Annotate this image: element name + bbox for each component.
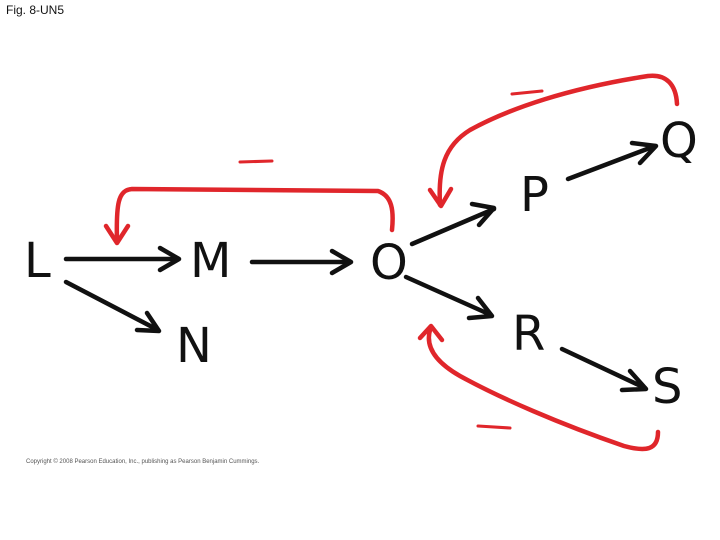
node-M: M — [190, 233, 231, 289]
arrow-M-to-O — [249, 248, 354, 276]
node-R: R — [512, 306, 545, 362]
feedback-O-to-LM — [103, 186, 395, 246]
arrow-L-to-M — [63, 245, 182, 273]
feedback-S-to-OR — [417, 323, 661, 452]
figure-title: Fig. 8-UN5 — [6, 3, 65, 17]
node-S: S — [652, 359, 682, 415]
node-Q: Q — [660, 113, 698, 169]
arrow-L-to-N — [63, 279, 162, 334]
node-N: N — [176, 318, 212, 374]
arrow-P-to-Q — [565, 140, 659, 182]
node-L: L — [24, 233, 51, 289]
node-O: O — [370, 235, 408, 291]
arrow-O-to-P — [409, 201, 497, 247]
arrow-R-to-S — [559, 346, 649, 393]
feedback-Q-to-OP — [427, 73, 680, 209]
copyright-notice: Copyright © 2008 Pearson Education, Inc.… — [26, 459, 260, 465]
arrow-O-to-R — [403, 274, 495, 321]
minus-sign-Q-feedback — [510, 89, 544, 96]
minus-sign-S-feedback — [476, 424, 512, 430]
minus-sign-O-feedback — [238, 159, 274, 164]
node-P: P — [520, 167, 549, 223]
